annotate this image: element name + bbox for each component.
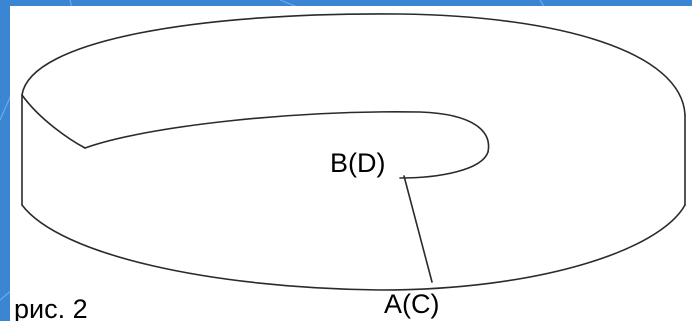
inner-hole-top-edge xyxy=(84,111,490,153)
outer-top-edge xyxy=(21,13,686,116)
outer-bottom-edge xyxy=(21,204,686,291)
label-point-a-c: A(C) xyxy=(384,289,440,319)
segment-ab xyxy=(403,175,433,283)
inner-hole-bottom-edge xyxy=(399,151,489,179)
twist-fold-curve xyxy=(21,94,86,149)
figure-caption: рис. 2 xyxy=(14,294,88,321)
label-point-b-d: B(D) xyxy=(330,148,386,178)
content-panel xyxy=(10,6,692,321)
